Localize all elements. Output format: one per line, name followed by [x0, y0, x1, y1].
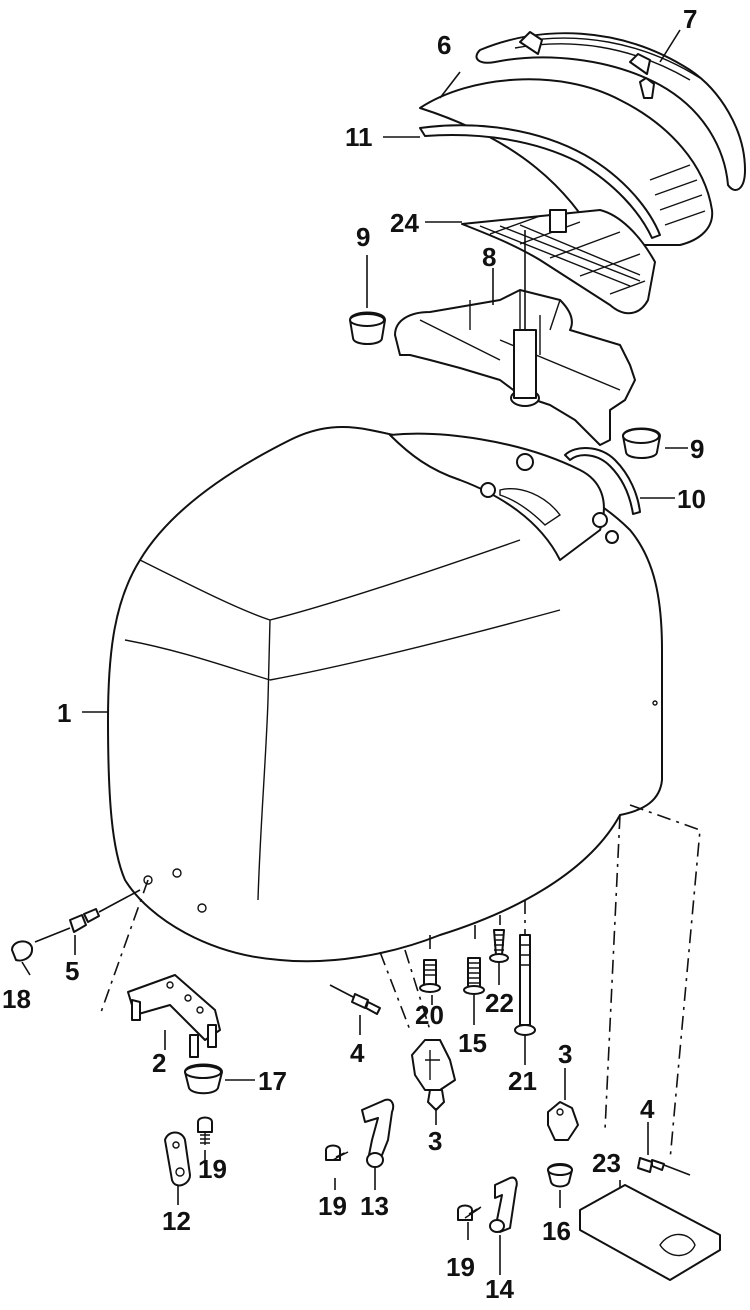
part-9-grommet-upper: [349, 311, 386, 345]
part-22-screw: [489, 929, 509, 963]
callout-20: 20: [415, 1000, 444, 1030]
part-15-bolt: [463, 957, 485, 995]
part-4-rivet-right: [637, 1157, 691, 1176]
callout-1: 1: [57, 698, 71, 728]
part-13-hook: [361, 1098, 395, 1168]
callout-12: 12: [162, 1206, 191, 1236]
callout-5: 5: [65, 956, 79, 986]
part-17-bumper: [184, 1063, 223, 1095]
callout-10: 10: [677, 484, 706, 514]
callout-13: 13: [360, 1191, 389, 1221]
part-14-hook: [489, 1176, 518, 1233]
callout-19: 19: [198, 1154, 227, 1184]
callout-4: 4: [640, 1094, 655, 1124]
callout-14: 14: [485, 1274, 514, 1304]
part-19-screw-c: [457, 1204, 482, 1221]
callout-7: 7: [683, 4, 697, 34]
callout-labels: 1 2 3 3 4 4 5 6 7 8 9 9 10 11 12 13 14 1…: [2, 4, 706, 1304]
part-20-bolt: [419, 959, 441, 993]
callout-6: 6: [437, 30, 451, 60]
part-7-top-rail: [475, 31, 746, 191]
part-9-grommet-lower: [622, 427, 661, 459]
part-24-grille: [461, 209, 656, 315]
callout-17: 17: [258, 1066, 287, 1096]
callout-3: 3: [428, 1126, 442, 1156]
callout-9: 9: [356, 222, 370, 252]
part-18-cap: [11, 940, 34, 962]
callout-8: 8: [482, 242, 496, 272]
callout-11: 11: [345, 122, 373, 152]
part-21-long-bolt: [514, 934, 536, 1036]
part-19-screw-a: [197, 1116, 213, 1145]
part-19-screw-b: [325, 1144, 349, 1161]
part-3-latch-middle: [411, 1039, 456, 1111]
part-16-bumper: [547, 1163, 573, 1188]
callout-24: 24: [390, 208, 419, 238]
part-5-rivet: [34, 889, 141, 943]
part-12-latch-lever: [164, 1131, 191, 1187]
assembly-dashed-lines: [99, 804, 701, 1161]
part-11-seal-strip: [419, 124, 661, 239]
callout-3: 3: [558, 1039, 572, 1069]
part-8-bracket: [394, 230, 636, 446]
callout-4: 4: [350, 1038, 365, 1068]
callout-19: 19: [446, 1252, 475, 1282]
part-23-decal: [579, 1184, 721, 1281]
leader-lines: [21, 29, 688, 1275]
callout-22: 22: [485, 988, 514, 1018]
part-4-rivet-middle: [329, 984, 381, 1015]
callout-16: 16: [542, 1216, 571, 1246]
part-3-latch-right: [547, 1101, 579, 1141]
callout-23: 23: [592, 1148, 621, 1178]
callout-9: 9: [690, 434, 704, 464]
part-10-hose: [564, 447, 641, 515]
callout-18: 18: [2, 984, 31, 1014]
part-2-latch-bracket: [127, 974, 221, 1058]
callout-21: 21: [508, 1066, 537, 1096]
callout-2: 2: [152, 1048, 166, 1078]
part-1-main-cowling: [107, 426, 663, 963]
callout-15: 15: [458, 1028, 487, 1058]
callout-19: 19: [318, 1191, 347, 1221]
